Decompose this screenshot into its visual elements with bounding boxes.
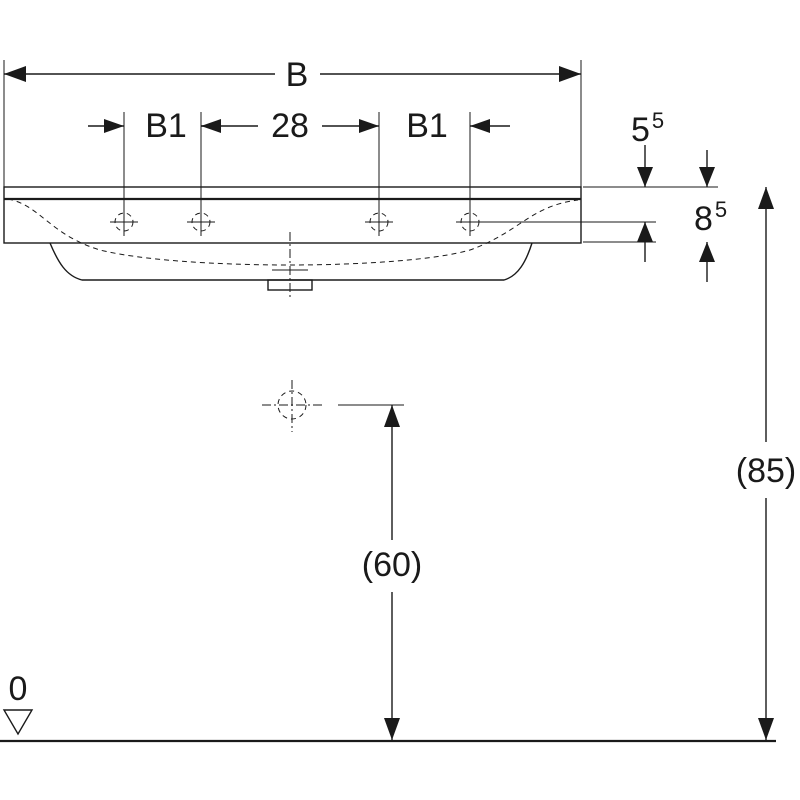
drain-height-label: (60) xyxy=(362,546,422,584)
basin-bowl-hidden-line xyxy=(7,198,579,266)
drain-height-arrow-bottom xyxy=(384,718,400,740)
rim-thickness-dimension: 55 xyxy=(583,108,664,262)
floor-level: 0 xyxy=(0,670,776,743)
basin-top-slab xyxy=(3,186,582,244)
hole-offset-dimension: 85 xyxy=(583,150,727,282)
basin-bowl-outline xyxy=(49,242,533,281)
rim-height-dimension: (85) xyxy=(736,187,796,740)
rim-height-label: (85) xyxy=(736,452,796,490)
tap-hole-1 xyxy=(110,208,138,236)
offset-arrow-top xyxy=(699,167,715,187)
washbasin-body xyxy=(3,186,582,298)
tap-holes xyxy=(110,208,656,236)
tap-hole-2 xyxy=(187,208,215,236)
rim-thickness-label: 55 xyxy=(631,108,664,149)
hole-spacing-dimensions: B1 28 B1 xyxy=(88,107,510,222)
tap-hole-4 xyxy=(456,208,484,236)
rim-arrow-top xyxy=(637,167,653,187)
drain-height-arrow-top xyxy=(384,405,400,427)
b1-left-arrow-1 xyxy=(104,119,124,133)
center-spacing-label: 28 xyxy=(271,107,309,145)
rim-height-arrow-bottom xyxy=(758,718,774,740)
floor-level-triangle xyxy=(2,709,34,736)
drain-height-dimension: (60) xyxy=(338,404,422,740)
hole-offset-label: 85 xyxy=(694,197,727,238)
tap-hole-3 xyxy=(365,208,393,236)
rim-arrow-bottom xyxy=(637,222,653,242)
b1-left-label: B1 xyxy=(145,107,187,145)
width-label: B xyxy=(286,56,309,94)
floor-level-label: 0 xyxy=(9,670,28,708)
b1-right-label: B1 xyxy=(406,107,448,145)
rim-height-arrow-top xyxy=(758,187,774,209)
center-spacing-arrow-right xyxy=(359,119,379,133)
width-arrow-left xyxy=(4,66,26,82)
drain-position-symbol xyxy=(262,380,322,432)
width-dimension: B xyxy=(3,56,582,190)
width-arrow-right xyxy=(559,66,581,82)
b1-right-arrow xyxy=(470,119,490,133)
offset-arrow-bottom xyxy=(699,242,715,262)
